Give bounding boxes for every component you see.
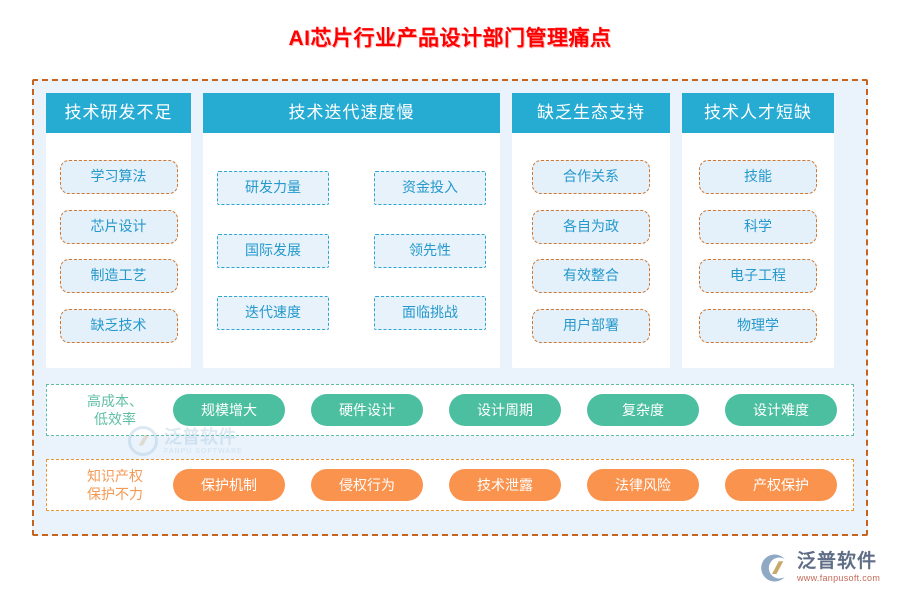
band-pill[interactable]: 产权保护 (725, 469, 837, 501)
band-pill[interactable]: 法律风险 (587, 469, 699, 501)
category-column-3: 缺乏生态支持 合作关系 各自为政 有效整合 用户部署 (512, 93, 670, 368)
category-column-4: 技术人才短缺 技能 科学 电子工程 物理学 (682, 93, 834, 368)
category-item[interactable]: 资金投入 (374, 171, 486, 206)
band-pills-ip-protection: 保护机制 侵权行为 技术泄露 法律风险 产权保护 (169, 469, 839, 501)
band-label-ip-protection: 知识产权 保护不力 (87, 468, 143, 502)
category-header-2: 技术迭代速度慢 (203, 93, 500, 133)
fanpu-logo-icon (761, 554, 785, 581)
category-items-3: 合作关系 各自为政 有效整合 用户部署 (512, 133, 670, 368)
category-item[interactable]: 各自为政 (532, 209, 650, 244)
category-items-1: 学习算法 芯片设计 制造工艺 缺乏技术 (46, 133, 191, 368)
band-pill[interactable]: 规模增大 (173, 394, 285, 426)
band-high-cost: 高成本、 低效率 规模增大 硬件设计 设计周期 复杂度 设计难度 (46, 384, 854, 436)
category-item[interactable]: 电子工程 (699, 259, 817, 294)
category-item[interactable]: 技能 (699, 160, 817, 195)
category-item[interactable]: 学习算法 (59, 160, 178, 195)
page-title: AI芯片行业产品设计部门管理痛点 (288, 27, 612, 50)
category-item[interactable]: 迭代速度 (217, 295, 329, 330)
band-pill[interactable]: 技术泄露 (449, 469, 561, 501)
band-pill[interactable]: 保护机制 (173, 469, 285, 501)
category-items-2: 研发力量 资金投入 国际发展 领先性 迭代速度 面临挑战 (203, 133, 500, 368)
band-pill[interactable]: 硬件设计 (311, 394, 423, 426)
brand-name: 泛普软件 (797, 551, 878, 572)
category-item[interactable]: 用户部署 (532, 308, 650, 343)
category-item[interactable]: 领先性 (374, 233, 486, 268)
category-item[interactable]: 缺乏技术 (59, 308, 178, 343)
category-header-1: 技术研发不足 (46, 93, 191, 133)
category-header-4: 技术人才短缺 (682, 93, 834, 133)
category-item[interactable]: 国际发展 (217, 233, 329, 268)
brand-logo: 泛普软件 www.fanpusoft.com (760, 552, 880, 583)
category-column-2: 技术迭代速度慢 研发力量 资金投入 国际发展 领先性 迭代速度 面临挑战 (203, 93, 500, 368)
category-item[interactable]: 芯片设计 (59, 209, 178, 244)
brand-url: www.fanpusoft.com (797, 573, 881, 583)
band-pill[interactable]: 复杂度 (587, 394, 699, 426)
band-label-high-cost: 高成本、 低效率 (87, 393, 143, 427)
category-items-4: 技能 科学 电子工程 物理学 (682, 133, 834, 368)
category-item[interactable]: 物理学 (699, 308, 817, 343)
category-item[interactable]: 有效整合 (532, 259, 650, 294)
category-item[interactable]: 科学 (699, 209, 817, 244)
band-pill[interactable]: 设计难度 (725, 394, 837, 426)
category-column-1: 技术研发不足 学习算法 芯片设计 制造工艺 缺乏技术 (46, 93, 191, 368)
band-pill[interactable]: 设计周期 (449, 394, 561, 426)
category-columns: 技术研发不足 学习算法 芯片设计 制造工艺 缺乏技术 技术迭代速度慢 研发力量 … (46, 93, 854, 368)
category-item[interactable]: 制造工艺 (59, 259, 178, 294)
category-item[interactable]: 研发力量 (217, 171, 329, 206)
category-item[interactable]: 合作关系 (532, 160, 650, 195)
band-ip-protection: 知识产权 保护不力 保护机制 侵权行为 技术泄露 法律风险 产权保护 (46, 459, 854, 511)
category-item[interactable]: 面临挑战 (374, 295, 486, 330)
band-pill[interactable]: 侵权行为 (311, 469, 423, 501)
category-header-3: 缺乏生态支持 (512, 93, 670, 133)
band-pills-high-cost: 规模增大 硬件设计 设计周期 复杂度 设计难度 (169, 394, 839, 426)
